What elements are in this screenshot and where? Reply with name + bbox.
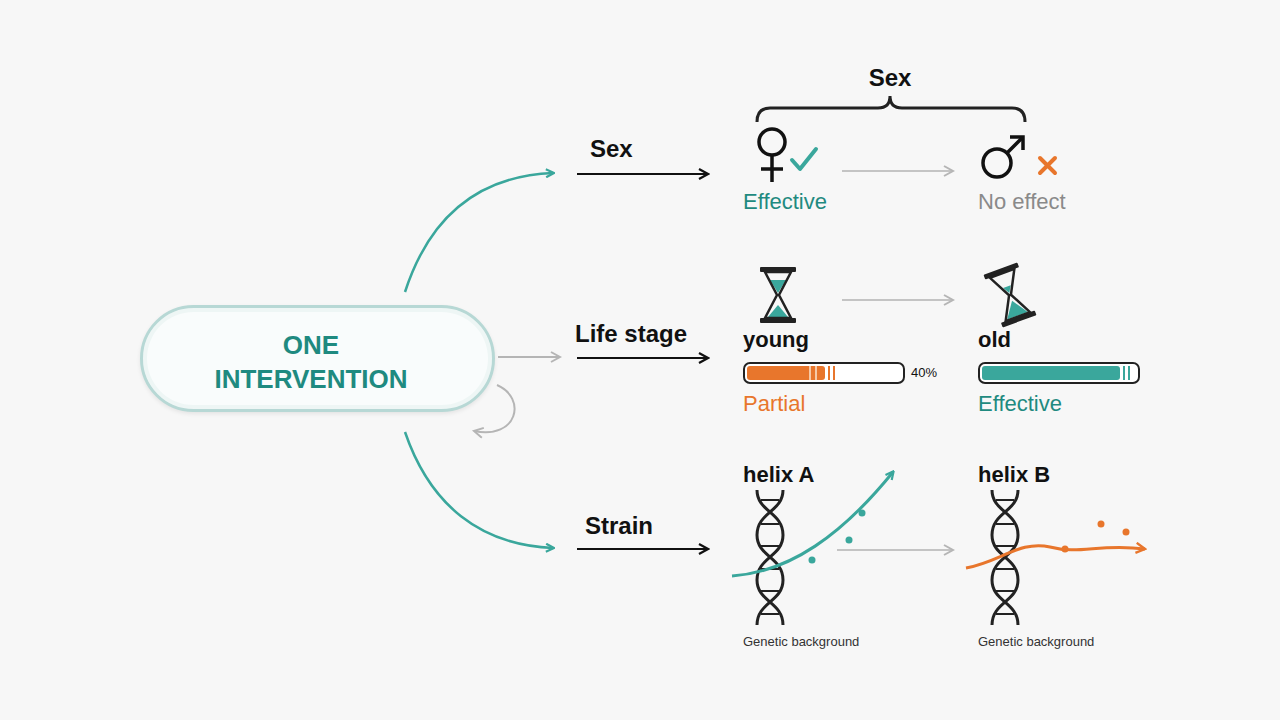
hourglass-glass [990,269,1030,321]
outcome-label: Effective [978,391,1062,417]
helix-rung [761,523,779,525]
hourglass-icon [984,263,1037,328]
bar-track [979,363,1139,383]
outcome-label: No effect [978,189,1066,215]
cross-stroke [1040,158,1055,173]
helix-rung [996,590,1014,592]
helix-rung [996,545,1014,547]
hourglass-glass [765,272,791,318]
bar-stripe [815,366,817,380]
branch-arrow [405,432,553,548]
data-dot [846,537,853,544]
check-mark [792,149,816,169]
group-label: old [978,327,1011,353]
bar-track [744,363,904,383]
outcome-label: Effective [743,189,827,215]
bracket-label: Sex [869,64,912,93]
progress-bar [744,363,904,383]
caption-label: Genetic background [743,634,859,650]
bar-stripe [1128,366,1130,380]
cross-mark [1040,158,1055,173]
row-label: Life stage [575,320,687,349]
data-dot [1062,546,1069,553]
percent-label: 40% [911,365,937,381]
symbol-head [1010,137,1023,150]
data-dot [859,510,866,517]
data-dot [1098,521,1105,528]
row-arrow [577,357,708,359]
bar-fill [747,366,825,380]
bar-stripe [828,366,830,380]
bar-fill [982,366,1120,380]
transition-arrow [842,299,953,301]
bracket [757,96,1025,122]
row-arrow [577,548,708,550]
row-arrow [577,173,708,175]
bar-stripe [809,366,811,380]
trend-arrow [966,546,1145,568]
symbol-bar [761,167,783,171]
helix-rung [761,499,779,501]
bar-stripe [1123,366,1125,380]
bar-stripe [833,366,835,380]
helix-rung [996,499,1014,501]
cross-stroke [1040,158,1055,173]
hourglass-icon [760,267,796,323]
symbol-ring [983,149,1011,177]
outcome-label: Partial [743,391,805,417]
branch-arrow [405,173,553,292]
group-label: helix A [743,462,814,488]
caption-label: Genetic background [978,634,1094,650]
trend-arrow [732,472,893,576]
transition-arrow [842,170,953,172]
group-label: helix B [978,462,1050,488]
row-label: Strain [585,512,653,541]
symbol-stem [1007,138,1022,153]
female-symbol [759,129,785,182]
transition-arrow [837,549,953,551]
helix-strand [757,490,783,625]
data-dot [1123,529,1130,536]
helix-strand [757,490,783,625]
helix-rung [996,568,1014,570]
progress-bar [979,363,1139,383]
helix-rung [996,523,1014,525]
group-label: young [743,327,809,353]
helix-rung [996,613,1014,615]
symbol-ring [759,129,785,155]
intervention-pill: ONE INTERVENTION [140,305,495,412]
data-dot [809,557,816,564]
helix-rung [761,590,779,592]
male-symbol [983,137,1023,177]
branch-arrow [498,356,560,358]
row-label: Sex [590,135,633,164]
dna-helix [757,490,783,625]
helix-rung [761,613,779,615]
node-title: ONE INTERVENTION [205,328,417,396]
helix-rung [761,545,779,547]
